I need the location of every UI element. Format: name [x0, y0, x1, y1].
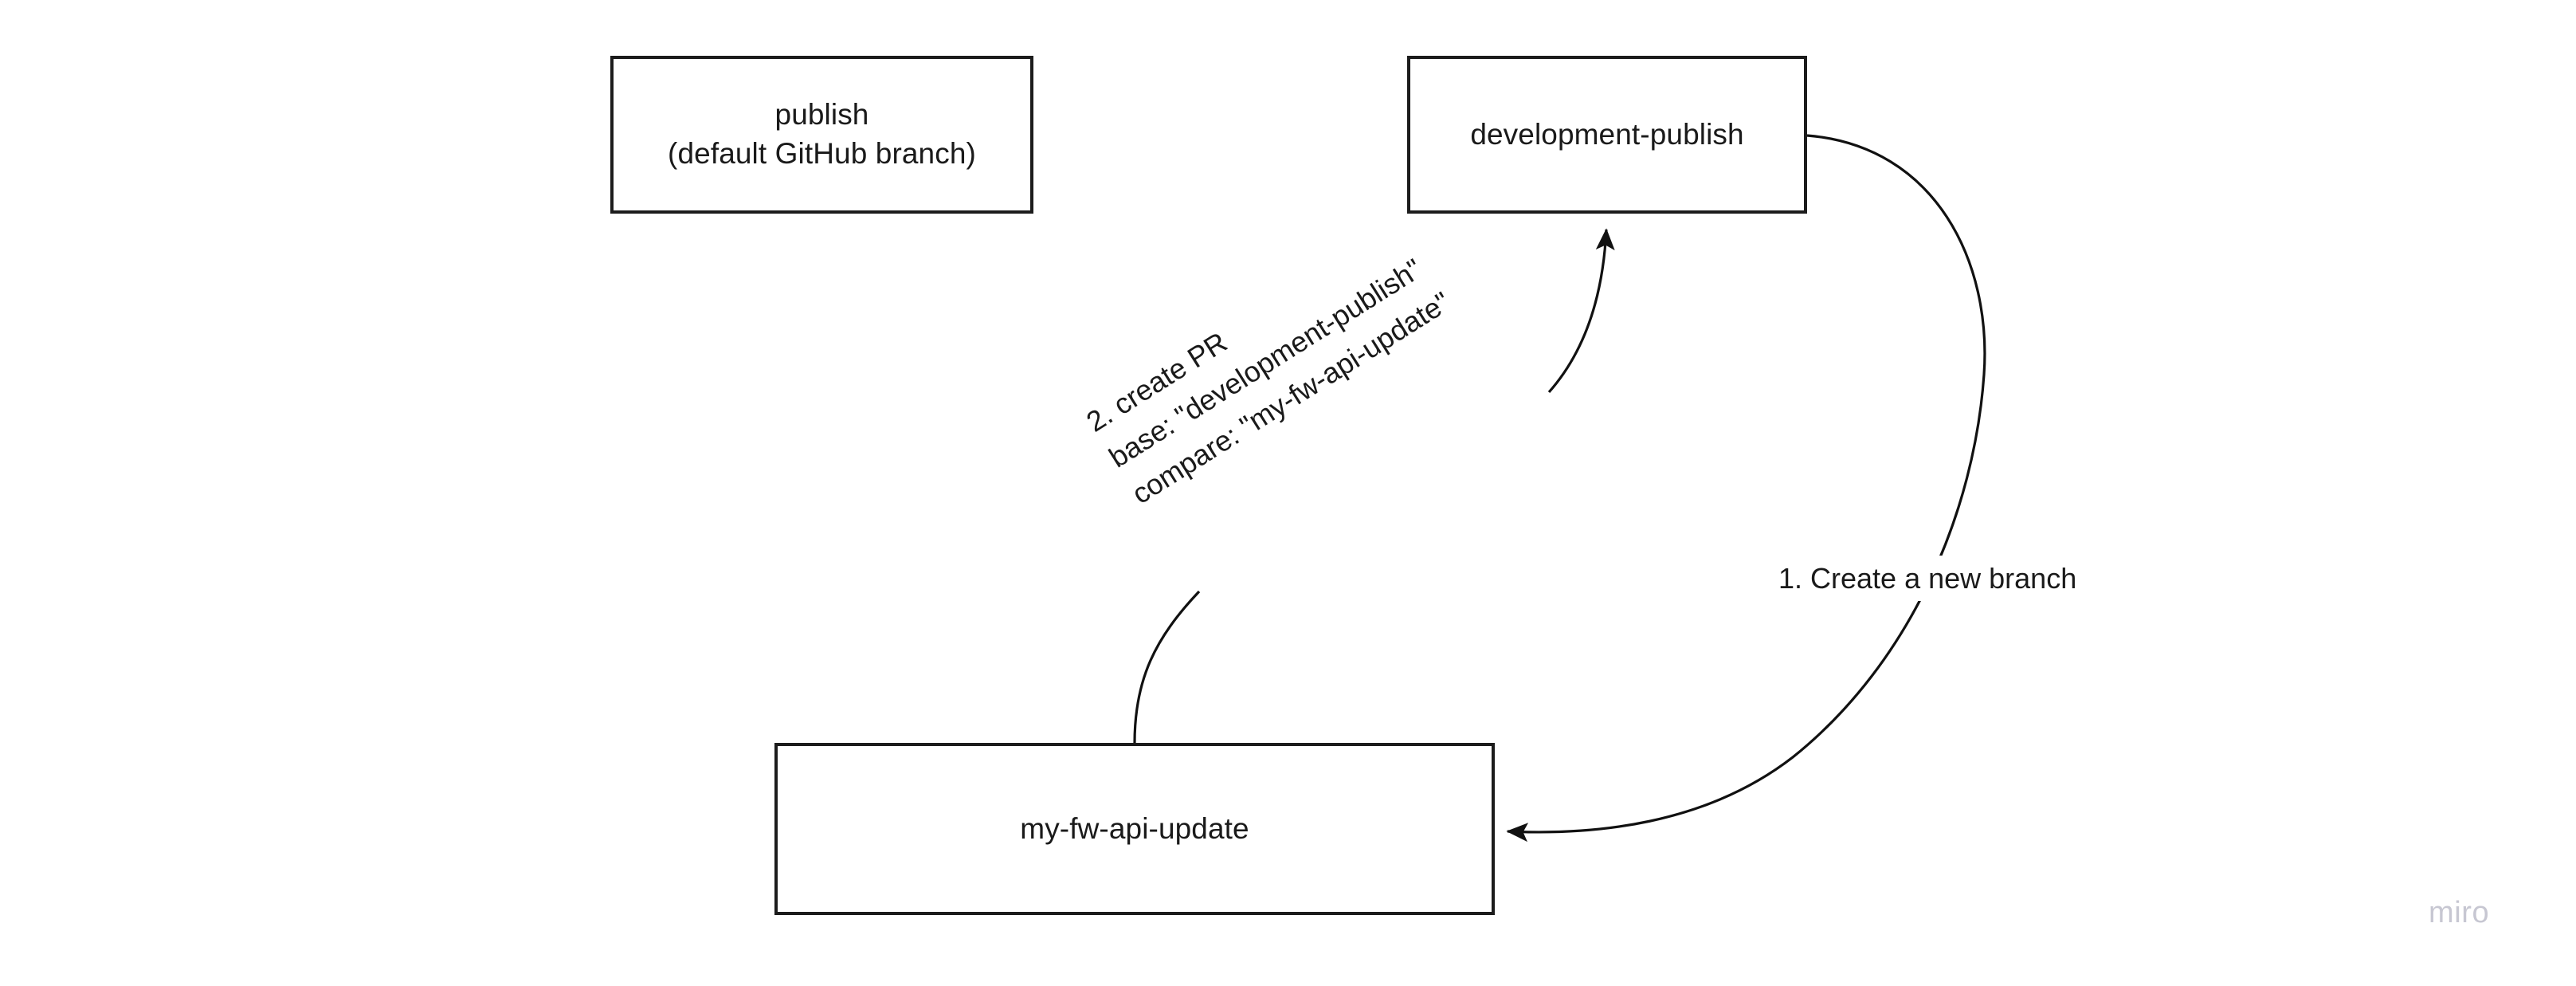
edge-create-branch — [1506, 134, 1986, 843]
miro-watermark-logo: miro — [2429, 896, 2490, 929]
node-publish-label: publish (default GitHub branch) — [668, 98, 976, 170]
edge-label-create-pr[interactable]: 2. create PR base: "development-publish"… — [1069, 202, 1467, 521]
edge-create-pr — [1133, 590, 1201, 744]
node-my-fw-api-update-label: my-fw-api-update — [1020, 811, 1249, 845]
node-publish[interactable]: publish (default GitHub branch) — [610, 56, 1033, 214]
node-development-publish-label: development-publish — [1470, 117, 1744, 151]
node-development-publish[interactable]: development-publish — [1407, 56, 1807, 214]
node-my-fw-api-update[interactable]: my-fw-api-update — [774, 743, 1495, 915]
edge-create-pr-upper-segment — [1547, 228, 1615, 394]
edge-label-create-branch[interactable]: 1. Create a new branch — [1772, 556, 2084, 602]
